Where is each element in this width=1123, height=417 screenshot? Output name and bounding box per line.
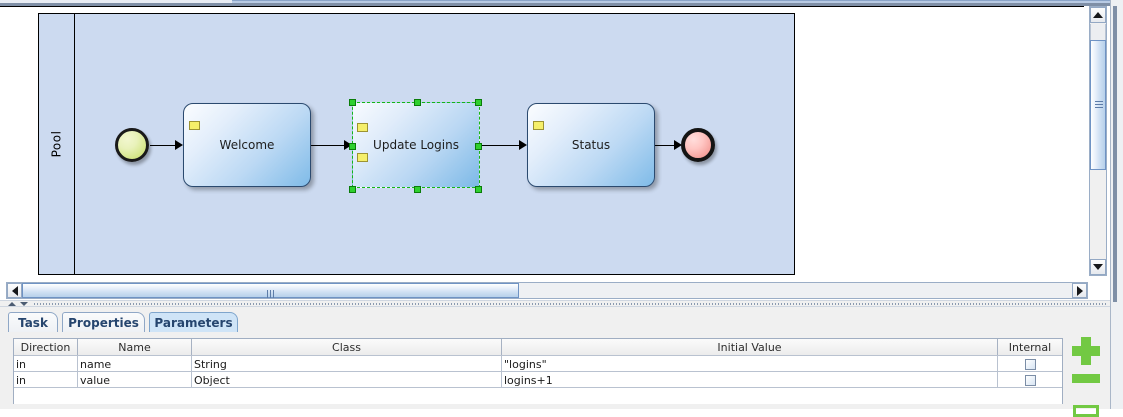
cell-name[interactable]: name <box>78 356 192 372</box>
start-event-node[interactable] <box>115 128 149 162</box>
splitter-collapse-up-icon[interactable] <box>8 302 16 306</box>
connector-welcome-to-update[interactable] <box>311 145 345 146</box>
window-right-edge-shadow <box>1113 6 1117 302</box>
connector-arrowhead <box>674 140 682 150</box>
tab-task[interactable]: Task <box>8 312 58 332</box>
vertical-scroll-thumb[interactable] <box>1090 40 1106 170</box>
task-node-status[interactable]: Status <box>527 103 655 187</box>
table-row[interactable]: in value Object logins+1 <box>14 371 1062 388</box>
cell-direction[interactable]: in <box>14 372 78 388</box>
canvas-horizontal-scrollbar[interactable] <box>6 282 1088 299</box>
parameter-actions <box>1066 308 1106 417</box>
scroll-left-arrow-icon[interactable] <box>7 283 22 298</box>
tab-label: Properties <box>68 315 139 330</box>
plus-icon-stem <box>1081 337 1091 365</box>
column-header-label: Class <box>332 340 361 354</box>
cell-initial-value[interactable]: logins+1 <box>502 372 998 388</box>
column-header-class[interactable]: Class <box>192 339 502 355</box>
connector-status-to-end[interactable] <box>655 145 675 146</box>
connector-update-to-status[interactable] <box>480 145 520 146</box>
cell-internal[interactable] <box>998 356 1062 372</box>
resize-handle-n[interactable] <box>414 99 421 106</box>
diagram-canvas[interactable]: Pool Welcome Update Logins <box>0 6 1084 276</box>
scroll-up-arrow-icon[interactable] <box>1090 7 1106 23</box>
splitter-collapse-down-icon[interactable] <box>20 302 28 306</box>
add-parameter-button[interactable] <box>1072 337 1100 365</box>
resize-handle-sw[interactable] <box>349 186 356 193</box>
column-header-name[interactable]: Name <box>78 339 192 355</box>
window-top-edge-highlight <box>232 1 1123 3</box>
resize-handle-se[interactable] <box>475 186 482 193</box>
cell-direction[interactable]: in <box>14 356 78 372</box>
table-row[interactable]: in name String "logins" <box>14 355 1062 372</box>
properties-panel: Task Properties Parameters Direction Nam… <box>0 307 1123 409</box>
pool-lane-divider <box>74 13 75 275</box>
connector-arrowhead <box>344 140 352 150</box>
table-empty-row <box>14 387 1062 404</box>
parameters-table-header: Direction Name Class Initial Value Inter… <box>14 339 1062 355</box>
task-node-label: Status <box>571 138 611 152</box>
tab-properties[interactable]: Properties <box>62 312 145 332</box>
internal-checkbox[interactable] <box>1024 358 1036 370</box>
end-event-node[interactable] <box>681 128 715 162</box>
pool-label-text: Pool <box>49 130 64 158</box>
connector-arrowhead <box>519 140 527 150</box>
canvas-vertical-scrollbar[interactable] <box>1089 6 1107 276</box>
resize-handle-nw[interactable] <box>349 99 356 106</box>
column-header-label: Internal <box>1008 340 1052 354</box>
task-node-update-logins[interactable]: Update Logins <box>349 99 482 193</box>
horizontal-scroll-thumb[interactable] <box>22 283 519 298</box>
parameters-table[interactable]: Direction Name Class Initial Value Inter… <box>13 338 1063 404</box>
scroll-down-arrow-icon[interactable] <box>1090 259 1106 275</box>
column-header-label: Direction <box>20 340 71 354</box>
column-header-label: Initial Value <box>717 340 782 354</box>
task-node-label: Update Logins <box>373 138 459 152</box>
cell-class[interactable]: Object <box>192 372 502 388</box>
vertical-scroll-track[interactable] <box>1090 24 1106 40</box>
cell-initial-value[interactable]: "logins" <box>502 356 998 372</box>
connector-start-to-welcome[interactable] <box>150 145 176 146</box>
cell-class[interactable]: String <box>192 356 502 372</box>
scroll-right-arrow-icon[interactable] <box>1072 283 1087 298</box>
panel-splitter[interactable] <box>0 300 1123 307</box>
column-header-internal[interactable]: Internal <box>998 339 1062 355</box>
window-top-edge-left <box>0 0 232 3</box>
resize-handle-ne[interactable] <box>475 99 482 106</box>
task-marker-tag-icon <box>533 121 544 130</box>
resize-handle-w[interactable] <box>349 143 356 150</box>
cell-internal[interactable] <box>998 372 1062 388</box>
pool-label: Pool <box>38 13 75 275</box>
column-header-label: Name <box>118 340 151 354</box>
connector-arrowhead <box>175 140 183 150</box>
tab-label: Parameters <box>154 315 233 330</box>
window-top-divider <box>0 3 1123 6</box>
column-header-direction[interactable]: Direction <box>14 339 78 355</box>
resize-handle-s[interactable] <box>414 186 421 193</box>
remove-parameter-button[interactable] <box>1072 374 1100 383</box>
task-marker-tag-icon <box>189 121 200 130</box>
resize-handle-e[interactable] <box>475 143 482 150</box>
column-header-initial-value[interactable]: Initial Value <box>502 339 998 355</box>
task-marker-tag-icon <box>357 153 368 162</box>
scroll-thumb-grip-icon <box>1095 101 1103 110</box>
scroll-thumb-grip-icon <box>267 288 276 298</box>
tab-parameters[interactable]: Parameters <box>149 312 238 332</box>
tab-label: Task <box>18 315 48 330</box>
task-node-welcome[interactable]: Welcome <box>183 103 311 187</box>
task-node-label: Welcome <box>219 138 275 152</box>
splitter-grip-icon <box>34 303 1107 305</box>
internal-checkbox[interactable] <box>1024 374 1036 386</box>
edit-parameter-button[interactable] <box>1073 405 1099 417</box>
task-marker-tag-icon <box>357 123 368 132</box>
pool-container[interactable] <box>38 13 795 275</box>
cell-name[interactable]: value <box>78 372 192 388</box>
